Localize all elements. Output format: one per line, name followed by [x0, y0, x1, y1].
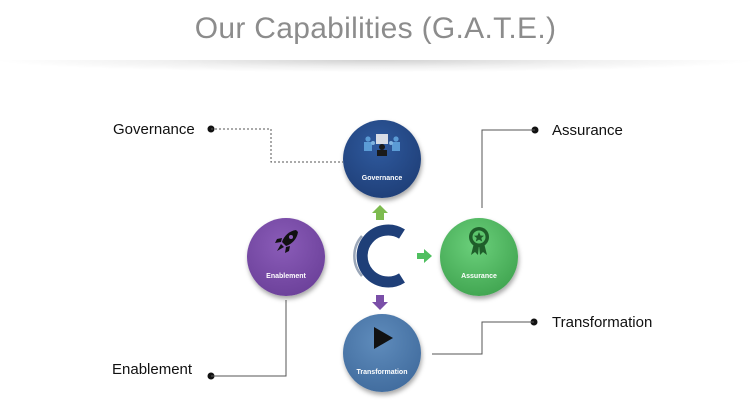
c-logo-icon	[353, 224, 405, 288]
award-badge-icon	[469, 227, 489, 255]
governance-circle-text: Governance	[361, 175, 403, 182]
transformation-label: Transformation	[552, 314, 653, 331]
governance-circle[interactable]: Governance	[343, 120, 421, 198]
enablement-circle[interactable]: Enablement	[247, 218, 325, 296]
rocket-icon	[275, 230, 298, 253]
assurance-circle-text: Assurance	[461, 273, 497, 280]
transformation-circle[interactable]: Transformation	[343, 314, 421, 392]
enablement-connector	[207, 300, 287, 380]
page-title: Our Capabilities (G.A.T.E.)	[194, 12, 557, 45]
arrow-up-icon	[372, 205, 388, 220]
governance-label: Governance	[113, 121, 195, 138]
arrow-right-icon	[417, 249, 432, 263]
enablement-circle-text: Enablement	[266, 273, 306, 280]
transformation-connector	[432, 318, 538, 355]
assurance-label: Assurance	[552, 122, 623, 139]
governance-connector	[207, 125, 343, 163]
arrow-down-icon	[372, 295, 388, 310]
people-meeting-icon	[364, 134, 400, 156]
title-divider	[0, 60, 751, 72]
play-icon	[374, 327, 393, 349]
enablement-label: Enablement	[112, 361, 193, 378]
assurance-connector	[481, 126, 539, 208]
assurance-circle[interactable]: Assurance	[440, 218, 518, 296]
transformation-circle-text: Transformation	[356, 369, 408, 376]
